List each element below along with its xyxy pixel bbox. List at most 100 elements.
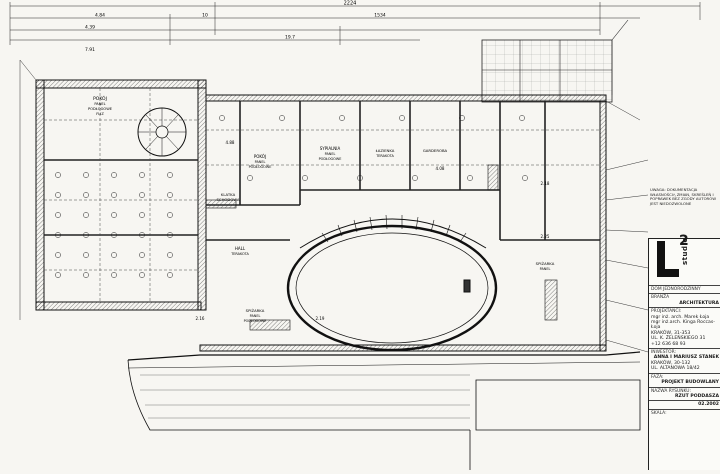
room-label-4: ŁAZIENKA TERAKOTA	[375, 148, 395, 158]
ceiling-fixture-23	[139, 272, 145, 278]
date-row: 02.2002	[649, 400, 720, 408]
svg-text:HALL: HALL	[235, 246, 246, 251]
svg-text:FLIZ: FLIZ	[96, 112, 104, 116]
investor-address-2: UL. ALTANOWA 18/42	[651, 366, 700, 372]
ceiling-fixture-2	[55, 212, 61, 218]
logo-word: studio	[681, 237, 689, 265]
svg-text:GARDEROBA: GARDEROBA	[423, 148, 448, 153]
svg-text:SPIŻARKA: SPIŻARKA	[536, 261, 555, 266]
ceiling-fixture-37	[302, 175, 308, 181]
roof-edge-lines	[19, 40, 649, 353]
room-label-8: SPIŻARKA PANEL	[536, 261, 555, 271]
ceiling-fixture-0	[55, 172, 61, 178]
area-a: 4.88	[226, 140, 235, 145]
designers-row: PROJEKTANCI: mgr inż. arch. Marek Łoja m…	[649, 307, 720, 348]
drawing-date: 02.2002	[698, 402, 719, 408]
dim-total: 2224	[344, 1, 357, 7]
warning-note: UWAGA: DOKUMENTACJA WŁASNOŚCIĄ ZMIAN, SK…	[650, 187, 716, 206]
ceiling-fixture-5	[55, 272, 61, 278]
room-label-1: POKÓJ PANEL PODŁOGOWE FLIZ	[88, 95, 113, 116]
ceiling-fixture-4	[55, 252, 61, 258]
investor-address-1: KRAKÓW, 30-132	[651, 360, 691, 366]
stage-label: BRANŻA	[651, 295, 670, 301]
room-label-2: POKÓJ PANEL PODŁOGOWE	[249, 154, 272, 169]
title-block: 2 studio DOM JEDNORODZINNY BRANŻA ARCHIT…	[648, 233, 720, 470]
exterior-walls	[35, 79, 607, 352]
stair-label-a: KLATKA	[221, 192, 236, 197]
ceiling-fixture-27	[167, 232, 173, 238]
dashed-structure	[44, 88, 600, 302]
room-tag-b: 2.19	[316, 316, 325, 321]
ceiling-fixture-21	[139, 232, 145, 238]
room-label-6: HALL TERAKOTA	[230, 246, 249, 256]
spiral-staircase	[137, 107, 187, 157]
ceiling-fixture-16	[111, 252, 117, 258]
drawing-row: NAZWA RYSUNKU: RZUT PODDASZA	[649, 386, 720, 401]
svg-text:POKÓJ: POKÓJ	[93, 95, 107, 102]
ceiling-fixtures	[55, 115, 528, 278]
ceiling-fixture-15	[111, 232, 117, 238]
svg-text:PANEL: PANEL	[94, 102, 105, 106]
phase-value: PROJEKT BUDOWLANY	[661, 380, 719, 386]
drawing-value: RZUT PODDASZA	[675, 393, 719, 399]
address-2: UL. K. ŻELEŃSKIEGO 31	[651, 336, 706, 342]
ceiling-fixture-22	[139, 252, 145, 258]
ceiling-fixture-28	[167, 252, 173, 258]
stage-row: BRANŻA ARCHITEKTURA	[649, 293, 720, 307]
oval-atrium	[286, 214, 498, 352]
logo-l-mark	[657, 241, 679, 277]
svg-text:SYPIALNIA: SYPIALNIA	[320, 146, 341, 151]
stage-value: ARCHITEKTURA	[679, 300, 719, 306]
designer-1: mgr inż. arch. Marek Łoja	[651, 314, 710, 320]
ceiling-fixture-29	[167, 272, 173, 278]
ceiling-fixture-7	[83, 192, 89, 198]
area-b: 4.08	[436, 166, 445, 171]
type-row: DOM JEDNORODZINNY	[649, 285, 720, 293]
ceiling-fixture-8	[83, 212, 89, 218]
area-c: 2.25	[541, 234, 550, 239]
svg-text:PODŁOGOWE: PODŁOGOWE	[88, 107, 113, 111]
ceiling-fixture-31	[279, 115, 285, 121]
svg-text:PANEL: PANEL	[325, 152, 336, 156]
dim-wall-a: 4.39	[85, 25, 95, 31]
investor-label: INWESTOR:	[651, 350, 677, 356]
ceiling-fixture-36	[247, 175, 253, 181]
ceiling-fixture-6	[83, 172, 89, 178]
hatched-columns	[205, 164, 558, 331]
svg-text:POKÓJ: POKÓJ	[254, 154, 266, 159]
svg-text:PODŁOGOWE: PODŁOGOWE	[244, 319, 267, 323]
investor-name: ANNA I MARIUSZ STANEK	[653, 355, 719, 361]
skylight-grid	[481, 19, 629, 103]
ceiling-fixture-24	[167, 172, 173, 178]
ceiling-fixture-41	[522, 175, 528, 181]
ceiling-fixture-14	[111, 212, 117, 218]
svg-text:PANEL: PANEL	[255, 160, 266, 164]
ceiling-fixture-26	[167, 212, 173, 218]
ceiling-fixture-11	[83, 272, 89, 278]
designers-label: PROJEKTANCI:	[651, 309, 682, 315]
top-dimension-lines	[9, 2, 701, 45]
room-tag-a: 2.16	[196, 316, 205, 321]
ceiling-fixture-34	[459, 115, 465, 121]
ceiling-fixture-18	[139, 172, 145, 178]
phase-label: FAZA:	[651, 374, 664, 380]
scale-label: SKALA:	[651, 410, 667, 416]
svg-text:PODŁOGOWE: PODŁOGOWE	[249, 165, 272, 169]
address-1: KRAKÓW, 31-353	[651, 330, 691, 336]
ceiling-fixture-10	[83, 252, 89, 258]
dim-mid: 1534	[374, 13, 386, 19]
ceiling-fixture-40	[467, 175, 473, 181]
ceiling-fixture-25	[167, 192, 173, 198]
ceiling-fixture-32	[339, 115, 345, 121]
dim-side-a: 19.7	[285, 35, 295, 41]
investor-row: INWESTOR: ANNA I MARIUSZ STANEK KRAKÓW, …	[649, 348, 720, 373]
ceiling-fixture-39	[412, 175, 418, 181]
svg-text:TERAKOTA: TERAKOTA	[375, 154, 394, 158]
ceiling-fixture-9	[83, 232, 89, 238]
ceiling-fixture-30	[219, 115, 225, 121]
ceiling-fixture-12	[111, 172, 117, 178]
drawing-label: NAZWA RYSUNKU:	[651, 388, 691, 394]
type-label: DOM JEDNORODZINNY	[651, 287, 701, 292]
